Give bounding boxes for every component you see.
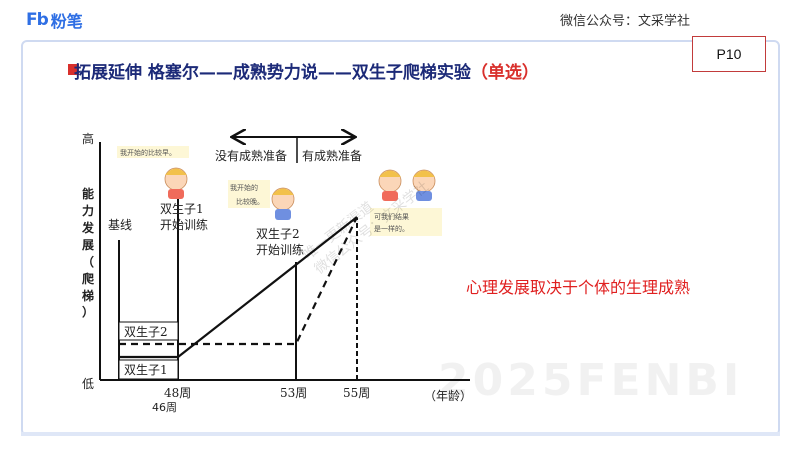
twin2-box <box>118 321 179 341</box>
y-axis-title-char: （ <box>82 254 94 269</box>
twin2-curve <box>119 216 358 346</box>
twin2-start-label: 双生子2 <box>256 227 300 241</box>
page-number: P10 <box>692 36 766 72</box>
no-readiness-label: 没有成熟准备 <box>215 148 287 163</box>
twin1-cartoon: 我开始的比较早。 <box>117 146 189 199</box>
readiness-label: 有成熟准备 <box>302 148 362 163</box>
brand-logo: Fb 粉笔 <box>26 9 83 31</box>
speech-bubble <box>370 208 442 236</box>
x-tick-46: 46周 <box>152 401 177 414</box>
title-bullet-icon <box>68 64 79 75</box>
child-shirt-icon <box>382 191 398 201</box>
y-axis-title-char: 力 <box>82 203 94 218</box>
y-axis-title-char: 爬 <box>81 271 95 286</box>
y-axis-title-char: 梯 <box>82 288 94 303</box>
twin2-cartoon: 我开始的 比较晚。 <box>228 180 295 220</box>
x-tick-55: 55周 <box>343 386 370 400</box>
child-shirt-icon <box>168 189 184 199</box>
speech-bubble <box>117 146 189 158</box>
slide-title: 拓展延伸 格塞尔——成熟势力说——双生子爬梯实验（单选） <box>74 58 539 83</box>
twin2-start-label: 开始训练 <box>256 242 304 257</box>
twin1-box-label: 双生子1 <box>124 363 168 377</box>
twin1-start-label: 双生子1 <box>160 202 204 216</box>
baseline-label: 基线 <box>108 218 132 232</box>
twins-speech-text: 可我们结果 <box>374 212 409 221</box>
twin2-speech-text: 比较晚。 <box>236 197 264 206</box>
twins-together-cartoon: 可我们结果 是一样的。 <box>370 169 442 236</box>
y-high-label: 高 <box>82 131 94 146</box>
child-shirt-icon <box>275 209 291 220</box>
logo-mark: Fb <box>26 10 49 30</box>
child-hair-icon <box>379 170 401 177</box>
child-hair-icon <box>272 188 294 195</box>
child-shirt-icon <box>416 191 432 201</box>
y-axis-title-char: 能 <box>82 186 94 201</box>
child-hair-icon <box>165 168 187 175</box>
speech-bubble <box>228 180 270 208</box>
x-axis-unit: （年龄） <box>424 389 472 403</box>
twins-speech-text: 是一样的。 <box>374 224 409 233</box>
twin1-start-label: 开始训练 <box>160 217 208 232</box>
wechat-account: 微信公众号：文采学社 <box>560 14 691 29</box>
twin2-speech-text: 我开始的 <box>230 183 258 192</box>
y-low-label: 低 <box>82 377 94 391</box>
y-axis-title-char: 展 <box>82 238 94 252</box>
frame-shadow <box>21 432 780 436</box>
twin2-box-label: 双生子2 <box>124 325 168 339</box>
x-tick-48: 48周 <box>164 386 191 400</box>
twin1-speech-text: 我开始的比较早。 <box>120 148 176 157</box>
logo-name: 粉笔 <box>50 12 83 31</box>
twin1-box <box>118 359 179 380</box>
y-axis-title: 能 力 发 展 （ 爬 梯 ） <box>81 186 95 319</box>
conclusion-note: 心理发展取决于个体的生理成熟 <box>466 278 691 297</box>
slide-title-tag: （单选） <box>470 63 539 83</box>
x-tick-53: 53周 <box>280 386 307 400</box>
y-axis-title-char: ） <box>82 304 94 319</box>
y-axis-title-char: 发 <box>81 220 95 235</box>
slide-title-main: 拓展延伸 格塞尔——成熟势力说——双生子爬梯实验 <box>74 63 471 83</box>
child-hair-icon <box>413 170 435 177</box>
year-watermark: 2025FENBI <box>438 355 744 406</box>
twin1-curve <box>119 216 358 359</box>
